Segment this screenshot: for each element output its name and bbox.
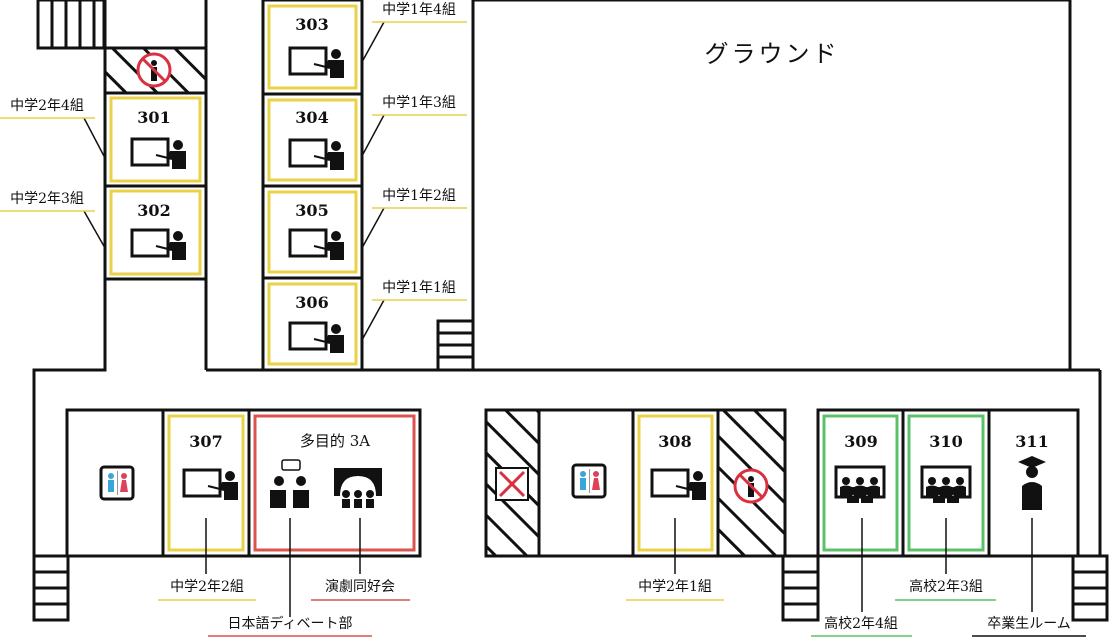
stairs-top-left [36,0,106,50]
multipurpose-label-right: 演劇同好会 [325,579,395,595]
room-305[interactable] [261,184,364,280]
room-number-309: 309 [844,432,878,451]
room-multipurpose-3a[interactable] [247,408,422,558]
room-label-302: 中学2年3組 [10,191,84,207]
room-311[interactable] [987,408,1080,558]
ground [471,0,1072,372]
room-label-304: 中学1年3組 [382,95,456,111]
room-label-311: 卒業生ルーム [987,616,1071,632]
room-number-304: 304 [295,108,329,127]
room-label-309: 高校2年4組 [824,616,898,632]
multipurpose-label-left: 日本語ディベート部 [227,616,353,632]
teacher-blackboard-icon [288,228,346,262]
no-entry-icon [733,468,769,504]
room-number-301: 301 [137,108,171,127]
room-number-311: 311 [1015,432,1049,451]
teacher-blackboard-icon [288,138,346,172]
teacher-blackboard-icon [288,321,346,355]
room-label-308: 中学2年1組 [638,579,712,595]
stairs-bottom-left [32,554,70,622]
room-number-307: 307 [189,432,223,451]
ground-title: グラウンド [704,40,840,68]
teacher-blackboard-icon [130,228,188,262]
debate-icon [270,459,309,508]
room-number-303: 303 [295,15,329,34]
theater-stage-icon [334,468,382,508]
room-number-308: 308 [658,432,692,451]
room-306[interactable] [261,276,364,372]
room-number-multipurpose: 多目的 3A [299,432,371,450]
room-302[interactable] [103,184,208,281]
teacher-blackboard-icon [288,46,346,80]
room-label-306: 中学1年1組 [382,280,456,296]
room-304[interactable] [261,92,364,188]
graduate-icon [1018,456,1046,510]
room-label-303: 中学1年4組 [382,2,456,18]
restroom-icon [99,465,135,501]
no-entry-icon [136,52,172,88]
audience-screen-icon [920,465,972,505]
room-301[interactable] [103,91,208,188]
restroom-left[interactable] [65,408,165,558]
room-number-310: 310 [929,432,963,451]
audience-screen-icon [834,465,886,505]
restricted-area-bottom [716,408,787,558]
stairs-bottom-right [1071,554,1109,622]
elevator-closed [484,408,541,558]
stairs-bottom-middle [781,554,820,622]
room-label-301: 中学2年4組 [10,98,84,114]
label-underlines [0,21,1086,637]
restroom-middle[interactable] [537,408,635,558]
room-309[interactable] [816,408,905,558]
room-label-305: 中学1年2組 [382,188,456,204]
teacher-blackboard-icon [182,468,240,502]
stairs-ground [436,319,475,372]
teacher-blackboard-icon [650,468,708,502]
teacher-blackboard-icon [130,137,188,171]
leader-lines [83,21,1033,617]
room-number-306: 306 [295,293,329,312]
room-number-302: 302 [137,201,171,220]
room-303[interactable] [261,0,364,96]
room-label-307: 中学2年2組 [170,579,244,595]
room-label-310: 高校2年3組 [909,579,983,595]
restroom-icon [571,463,607,499]
room-number-305: 305 [295,201,329,220]
